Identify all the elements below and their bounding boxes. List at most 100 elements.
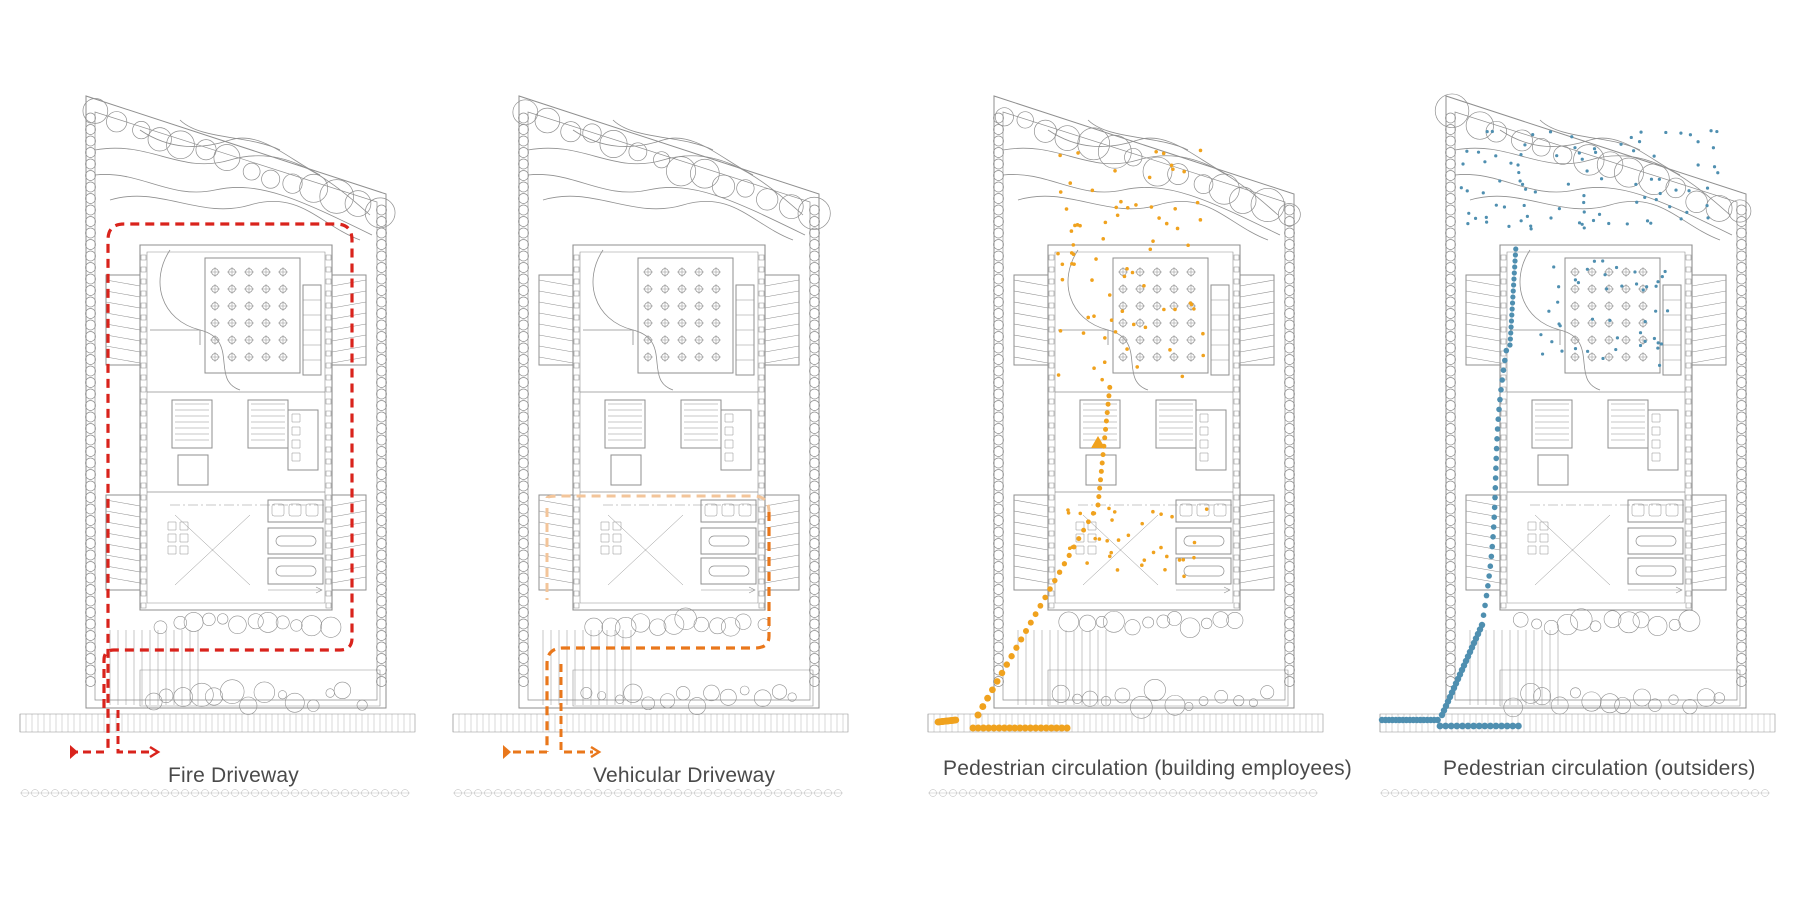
tree-canopy-icon [1639,164,1670,195]
column [1234,531,1239,536]
stair-tread [332,302,366,308]
route-dot [1467,211,1471,215]
column [1049,459,1054,464]
stair-tread [1466,346,1500,352]
stair-tread [332,544,366,550]
tree-canopy-icon [810,677,820,687]
route-dot [1481,191,1485,195]
route-dot [1614,265,1619,270]
tree-canopy-icon [712,175,734,197]
tree-canopy-icon [1285,596,1295,606]
stair-tread [1240,357,1274,363]
column [1686,267,1691,272]
lobby-curve [160,250,240,390]
column [759,315,764,320]
route-dot [1182,574,1186,579]
route-dot [993,678,1001,685]
tree-canopy-icon [1230,187,1257,214]
tree-canopy-icon [1669,695,1679,705]
column [1234,387,1239,392]
route-dot [1498,179,1502,183]
caption-outsiders: Pedestrian circulation (outsiders) [1443,757,1756,780]
tree-canopy-icon [1737,458,1747,468]
column [1686,447,1691,452]
landscape-contour [140,130,320,175]
tree-canopy-icon [1446,389,1456,399]
stair-tread [765,313,799,319]
tree-canopy-icon [810,458,820,468]
stair-tread [1014,357,1048,363]
toilet-fixture [1652,440,1660,448]
column [1686,543,1691,548]
tree-canopy-icon [1446,619,1456,629]
route-dot [1092,366,1096,371]
column [1501,519,1506,524]
tree-canopy-icon [994,194,1004,204]
route-dot [1635,200,1639,204]
route-dot [1000,724,1008,732]
column [1501,327,1506,332]
route-dot [1557,207,1561,211]
route-dot [1549,216,1553,220]
tree-canopy-icon [519,159,529,169]
tree-canopy-icon [86,240,96,250]
column [1501,591,1506,596]
toilet-fixture [725,414,733,422]
tree-canopy-icon [1486,121,1507,142]
column [759,579,764,584]
column [1686,459,1691,464]
terrace-left-upper [1014,275,1048,365]
tree-canopy-icon [1285,539,1295,549]
column [1501,531,1506,536]
tree-canopy-icon [377,217,387,227]
lobby-wall [1058,330,1108,345]
tree-canopy-icon [86,332,96,342]
route-dot [1149,205,1154,209]
tree-canopy-icon [994,458,1004,468]
route-dot [1520,182,1525,186]
tree-canopy-icon [86,113,96,123]
building-outline [1500,245,1692,610]
dining-hall [638,258,733,373]
column [574,327,579,332]
route-dot [1022,627,1030,635]
column [574,303,579,308]
column [326,387,331,392]
stair-tread [1240,346,1274,352]
route-dot [1148,247,1153,252]
route-dot [1098,468,1104,474]
tree-canopy-icon [86,493,96,503]
lobby-wall [1510,330,1560,345]
route-dot [1523,143,1527,147]
tree-canopy-icon [810,240,820,250]
route-dot [1515,722,1522,730]
column [141,603,146,608]
tree-canopy-icon [519,309,529,319]
landscape-contour [543,196,793,240]
tree-canopy-icon [86,424,96,434]
lobby-wall [583,330,633,345]
tree-canopy-icon [1167,611,1181,625]
route-dot [1037,724,1045,732]
tree-canopy-icon [1551,697,1568,714]
column [326,411,331,416]
tree-canopy-icon [519,596,529,606]
toilet-fixture [725,427,733,435]
route-dot [1668,205,1672,209]
tree-canopy-icon [519,113,529,123]
arrow-icon [150,747,158,757]
column [1234,291,1239,296]
route-dot [1103,426,1109,432]
route-dot [1508,324,1514,330]
tree-canopy-icon [1285,642,1295,652]
column [1049,567,1054,572]
stair-tread [332,346,366,352]
tree-canopy-icon [810,504,820,514]
site-inner-outline [95,112,377,700]
column [759,519,764,524]
route-dot [1107,384,1113,390]
terrace-right-lower [332,495,366,590]
column [1049,363,1054,368]
tree-canopy-icon [583,124,601,142]
tree-canopy-icon [1737,378,1747,388]
